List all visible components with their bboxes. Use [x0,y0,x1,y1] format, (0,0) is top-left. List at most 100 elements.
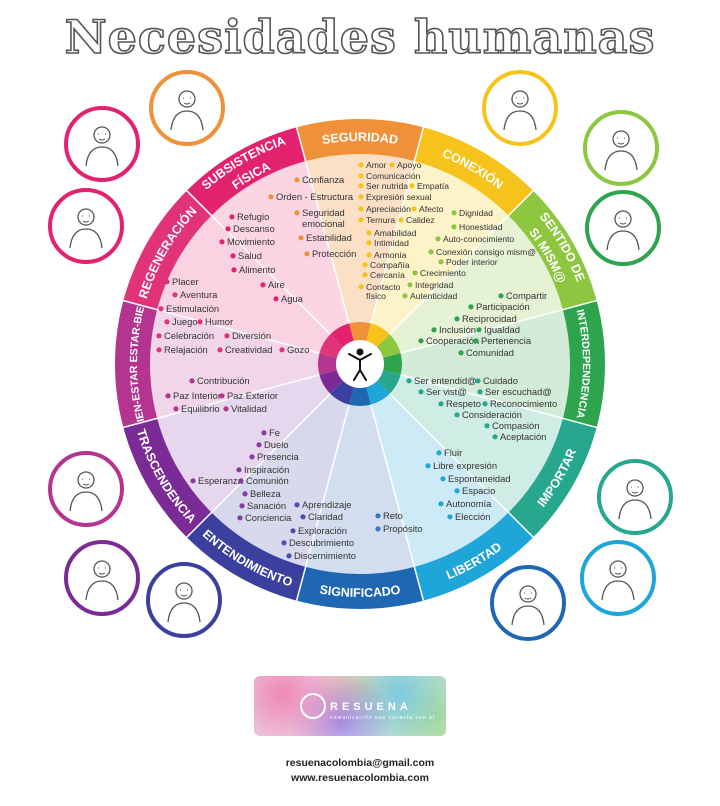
sector-entendimiento-band [186,512,306,602]
need-item: Fluir [436,447,462,458]
need-item: Ser escuchad@ [477,386,552,397]
sector-divider [295,404,350,602]
bullet-dot-icon [431,327,437,333]
sector-interdependencia-band [562,300,606,428]
bullet-dot-icon [189,378,195,384]
need-item: Poder interior [438,257,498,267]
need-item: Propósito [375,523,423,534]
svg-text:Fluir: Fluir [444,447,462,458]
bullet-dot-icon [298,235,304,241]
bullet-dot-icon [411,206,417,212]
bullet-dot-icon [358,284,364,290]
sector-divider [295,126,350,324]
sector-interdependencia-area [400,309,570,419]
need-item: Humor [197,316,233,327]
svg-text:Expresión sexual: Expresión sexual [366,192,432,202]
bullet-dot-icon [239,503,245,509]
need-item: Autonomía [438,498,492,509]
sector-subsistencia-area [211,161,350,335]
bullet-dot-icon [358,162,364,168]
bullet-dot-icon [435,236,441,242]
need-item: Seguridad [294,207,345,218]
portrait-man-arms-open [580,540,656,616]
need-item: Descubrimiento [281,537,354,548]
bullet-dot-icon [219,239,225,245]
svg-text:Aventura: Aventura [180,289,218,300]
need-item: Celebración [156,330,214,341]
svg-text:Refugio: Refugio [237,211,269,222]
sector-divider [389,393,535,539]
need-item: Crecimiento [412,268,466,278]
need-item: Comunión [238,475,289,486]
svg-text:Conciencia: Conciencia [245,512,292,523]
svg-text:Conexión consigo mism@: Conexión consigo mism@ [436,247,536,257]
portrait-forest-people [585,190,661,266]
bullet-dot-icon [484,423,490,429]
need-item: Ternura [358,215,395,225]
bullet-dot-icon [438,401,444,407]
svg-text:Reto: Reto [383,510,403,521]
need-item: Honestidad [451,222,503,232]
bullet-dot-icon [358,217,364,223]
svg-text:Igualdad: Igualdad [484,324,520,335]
sector-divider [122,299,320,354]
svg-text:Comunicación: Comunicación [366,171,421,181]
bullet-dot-icon [158,306,164,312]
bullet-dot-icon [256,442,262,448]
portrait-man-with-hat [583,110,659,186]
need-item: Espontaneidad [440,473,511,484]
bullet-dot-icon [236,467,242,473]
svg-text:Fe: Fe [269,427,280,438]
svg-text:Autenticidad: Autenticidad [410,291,458,301]
svg-text:Dignidad: Dignidad [459,208,493,218]
svg-text:Agua: Agua [281,293,304,304]
svg-text:Propósito: Propósito [383,523,423,534]
need-item: Empatía [409,181,449,191]
need-item: Afecto [411,204,444,214]
svg-text:Calidez: Calidez [406,215,435,225]
svg-text:Contribución: Contribución [197,375,250,386]
bullet-dot-icon [286,553,292,559]
bullet-dot-icon [375,526,381,532]
svg-text:Elección: Elección [455,511,490,522]
sector-importar-band [508,418,598,538]
bullet-dot-icon [498,293,504,299]
svg-text:Salud: Salud [238,250,262,261]
svg-text:Diversión: Diversión [232,330,271,341]
need-item: Gozo [279,344,309,355]
need-item: Aire [260,279,285,290]
contact-website[interactable]: www.resuenacolombia.com [291,772,429,784]
svg-text:Auto-conocimiento: Auto-conocimiento [443,234,514,244]
sector-trascendencia-band [122,418,212,538]
need-item: Conciencia [237,512,292,523]
svg-text:Cercanía: Cercanía [370,270,405,280]
need-item: Igualdad [476,324,520,335]
need-item: Contacto [358,282,401,292]
svg-text:Placer: Placer [172,276,199,287]
svg-text:Libre expresión: Libre expresión [433,460,497,471]
svg-text:Participación: Participación [476,301,530,312]
bullet-dot-icon [219,393,225,399]
svg-text:Consideración: Consideración [462,409,522,420]
contact-email[interactable]: resuenacolombia@gmail.com [285,757,435,769]
bullet-dot-icon [190,478,196,484]
svg-text:Paz Interior: Paz Interior [173,390,221,401]
need-item: Cooperación [418,335,479,346]
bullet-dot-icon [366,252,372,258]
portrait-person-path [490,565,566,641]
wheel-outline [113,117,607,611]
need-item: Agua [273,293,304,304]
sector-significado-label: SIGNIFICADO [319,583,402,601]
svg-text:Inspiración: Inspiración [244,464,289,475]
sector-sentido-area [389,215,563,354]
bullet-dot-icon [249,454,255,460]
sector-trascendencia-area [157,374,331,513]
svg-text:Ser escuchad@: Ser escuchad@ [485,386,552,397]
svg-text:Alimento: Alimento [239,264,275,275]
svg-text:Pertenencia: Pertenencia [481,335,532,346]
sector-divider [122,374,320,429]
sector-regeneracion-area [157,215,331,354]
svg-text:Confianza: Confianza [302,174,345,185]
svg-text:Espacio: Espacio [462,485,495,496]
svg-text:Comunión: Comunión [246,475,289,486]
